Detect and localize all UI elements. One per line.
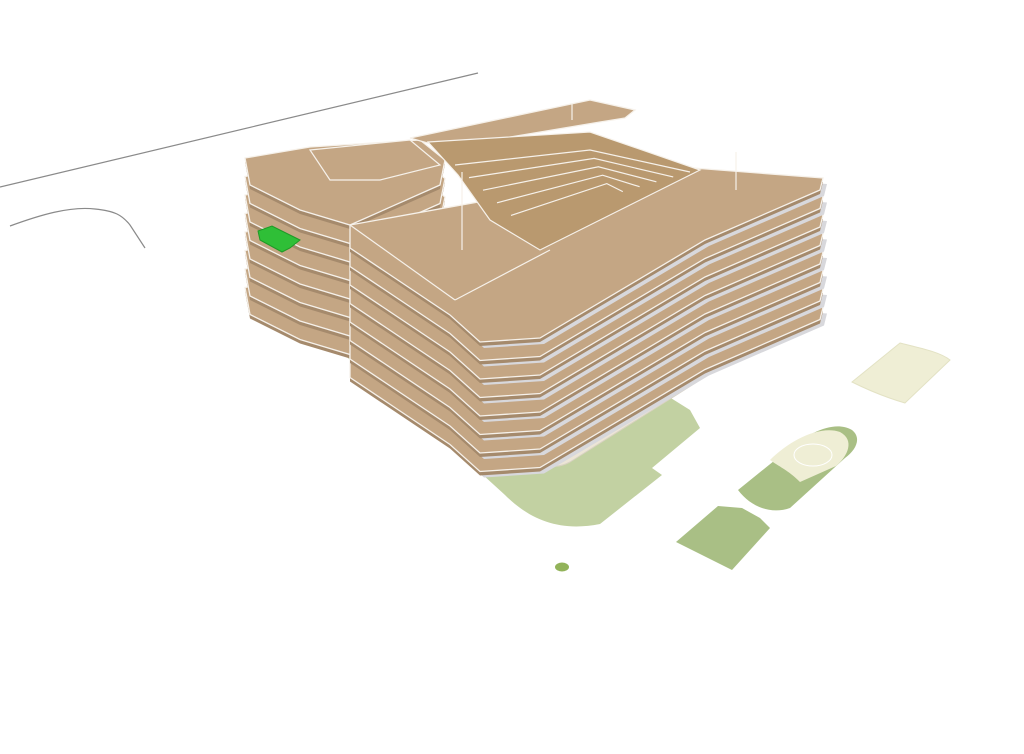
small-field bbox=[676, 506, 770, 570]
circle-marker-icon[interactable] bbox=[555, 562, 569, 572]
roof-wing-west[interactable] bbox=[308, 139, 442, 181]
road-line bbox=[9, 207, 146, 249]
wall-line bbox=[349, 224, 456, 301]
floor-level[interactable] bbox=[244, 139, 827, 348]
plaza-area bbox=[851, 342, 951, 404]
courtyard-step bbox=[496, 174, 640, 204]
top-floor-details bbox=[308, 99, 737, 301]
courtyard-step bbox=[468, 157, 674, 179]
courtyard-step bbox=[482, 166, 657, 191]
sports-pitch bbox=[770, 430, 849, 482]
courtyard-step bbox=[510, 182, 624, 216]
highlighted-room-floor-6[interactable] bbox=[257, 225, 301, 253]
wall-line bbox=[454, 249, 551, 301]
road-line bbox=[0, 72, 479, 188]
road-layer bbox=[0, 72, 479, 249]
courtyard bbox=[426, 131, 702, 251]
center-circle bbox=[793, 443, 833, 467]
floor-stack[interactable] bbox=[244, 99, 827, 478]
courtyard-step bbox=[454, 149, 691, 173]
